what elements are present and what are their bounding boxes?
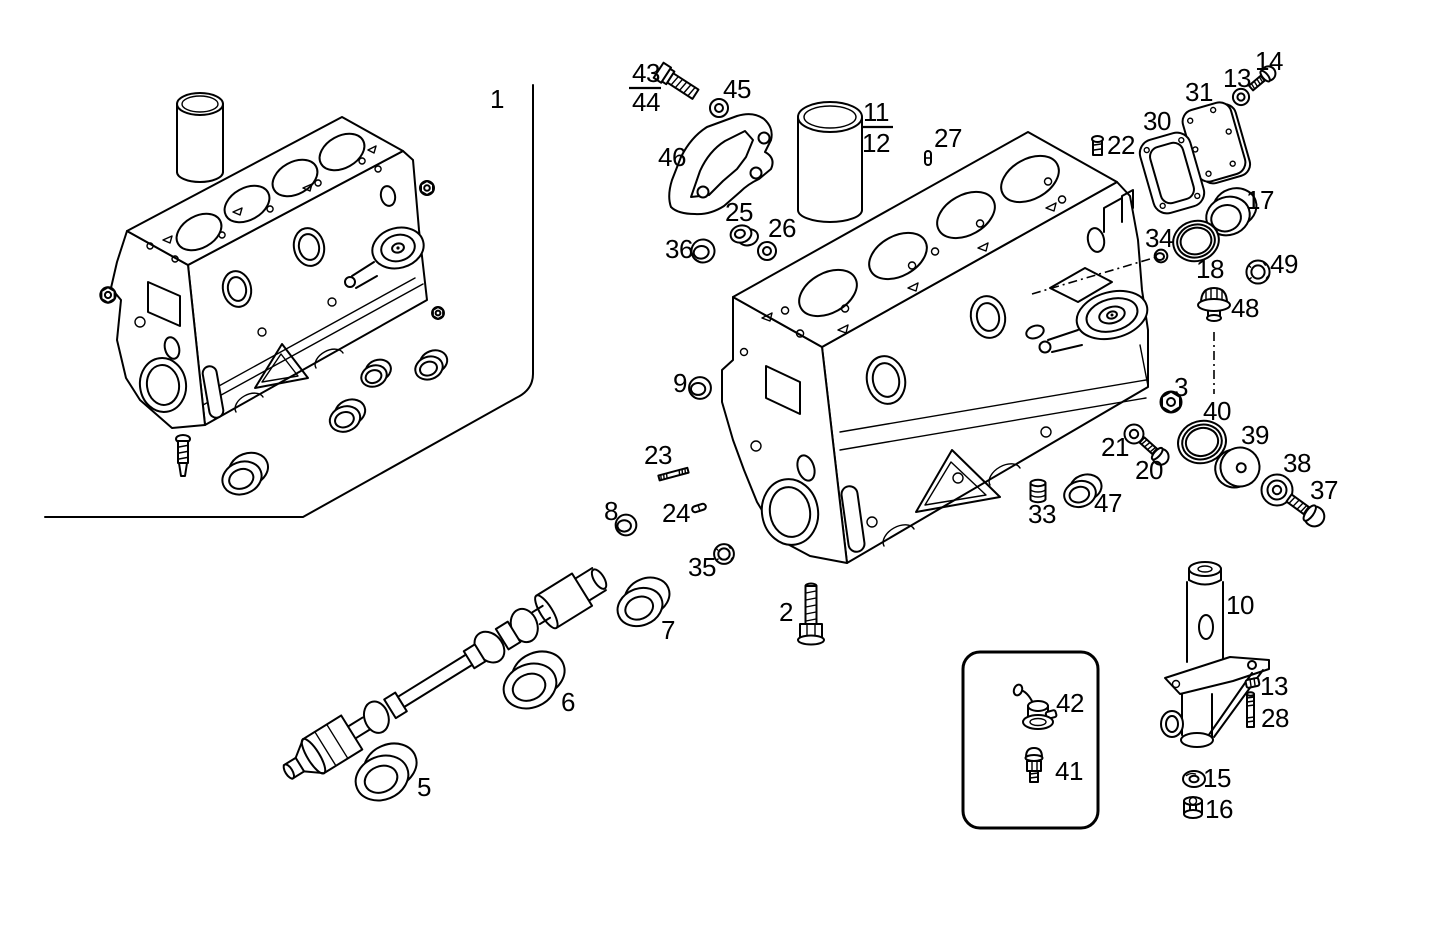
part-22-bolt [1091,135,1104,156]
part-16-plug [1183,796,1203,819]
callout-30: 30 [1143,106,1171,136]
part-46-bracket [668,113,774,216]
part-13-nut-bottom [1244,677,1261,689]
part-10-oil-pump-drive-tower [1160,561,1270,748]
callout-26: 26 [768,213,796,243]
callout-23: 23 [644,440,672,470]
callout-48: 48 [1231,293,1259,323]
cylinder-bores-left [175,132,366,252]
callout-labels-layer: 1235678910111213141516171820212223242526… [417,46,1338,824]
callout-25: 25 [725,197,753,227]
bushing-left-b [409,345,454,385]
oil-pump-mount-left [344,185,425,289]
camshaft [282,567,608,780]
callout-43: 43 [632,58,660,88]
hex-nut-left-side [431,306,445,320]
callout-15: 15 [1203,763,1231,793]
part-9-cup-plug [688,376,712,400]
part-17-cup-plug [1205,187,1258,237]
callout-20: 20 [1135,455,1163,485]
callout-38: 38 [1283,448,1311,478]
part-8-cup-plug [614,513,638,537]
callout-2: 2 [779,597,793,627]
callout-33: 33 [1028,499,1056,529]
part-30-gasket [1138,131,1206,215]
bolt-left-lower [175,434,191,477]
callout-5: 5 [417,772,431,802]
part-35-ring [713,543,735,565]
callout-42: 42 [1056,688,1084,718]
callout-17: 17 [1246,185,1274,215]
part-24-pin [690,501,708,515]
part-2-bolt [797,582,825,646]
callout-41: 41 [1055,756,1083,786]
callout-6: 6 [561,687,575,717]
callout-45: 45 [723,74,751,104]
bushing-left-a [355,354,397,392]
callout-24: 24 [662,498,690,528]
callout-46: 46 [658,142,686,172]
callout-31: 31 [1185,77,1213,107]
bushing-left-c [323,393,372,438]
cylinder-bores-right [798,154,1060,318]
reference-line-34 [1031,255,1161,295]
part-36-cup-plug [688,236,718,266]
callout-8: 8 [604,496,618,526]
callout-44: 44 [632,87,660,117]
callout-40: 40 [1203,396,1231,426]
callout-47: 47 [1094,488,1122,518]
callout-18: 18 [1196,254,1224,284]
callout-35: 35 [688,552,716,582]
callout-16: 16 [1205,794,1233,824]
callout-1: 1 [490,84,504,114]
callout-10: 10 [1226,590,1254,620]
callout-3: 3 [1174,372,1188,402]
engine-block-right [721,131,1149,564]
part-28-stud [1246,691,1255,728]
callout-34: 34 [1145,223,1173,253]
callout-27: 27 [934,123,962,153]
callout-22: 22 [1107,130,1135,160]
inset-box [961,650,1100,830]
part-48-breather-plug [1197,287,1231,322]
group-1-boundary-line [44,84,534,518]
engine-block-left-assembly [110,116,428,429]
part-43-44-bolt [652,61,700,100]
part-31-cover-plate [1181,101,1252,185]
callout-37: 37 [1310,475,1338,505]
part-11-12-cylinder-liner [797,101,863,223]
hex-nut-left-top [419,180,435,196]
callout-13-top: 13 [1223,63,1251,93]
part-15-washer [1182,770,1206,788]
callout-39: 39 [1241,420,1269,450]
callout-36: 36 [665,234,693,264]
part-49-o-ring [1245,259,1271,285]
part-42-fitting [1012,683,1058,730]
callout-11: 11 [863,97,889,127]
oil-pump-mount-right [1025,267,1149,387]
callout-9: 9 [673,368,687,398]
callout-28: 28 [1261,703,1289,733]
bushing-left-d [213,445,277,502]
part-27-pin [924,150,932,166]
cylinder-liner-left [176,92,224,183]
callout-14: 14 [1255,46,1283,76]
part-41-valve-bolt [1024,747,1044,783]
part-26-washer [757,241,777,261]
callout-21: 21 [1101,432,1129,462]
callout-12: 12 [862,128,890,158]
plug-left-face [99,286,117,304]
callout-49: 49 [1270,249,1298,279]
callout-13-bottom: 13 [1260,671,1288,701]
callout-7: 7 [661,615,675,645]
